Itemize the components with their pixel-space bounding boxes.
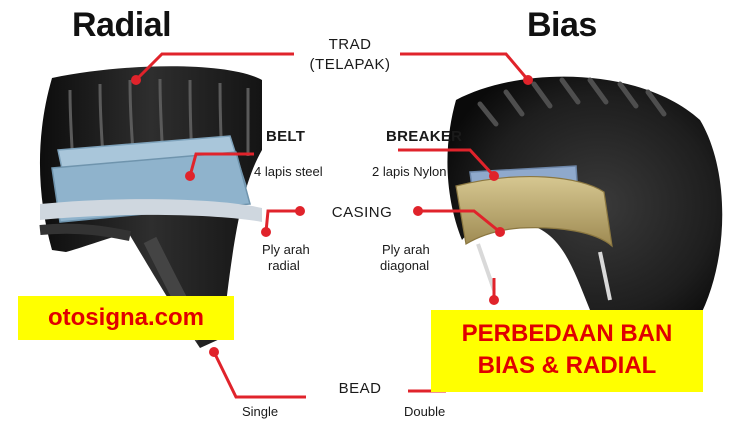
caption-line-1: PERBEDAAN BAN	[461, 320, 673, 347]
caption-box: PERBEDAAN BAN BIAS & RADIAL	[431, 310, 703, 392]
caption-line-2: BIAS & RADIAL	[477, 352, 657, 379]
ply-radial-line2: radial	[268, 258, 300, 273]
pointer-dot-bead-bias	[489, 295, 499, 305]
pointer-casing-bias	[418, 209, 501, 234]
pointer-dot-casing-radial	[261, 227, 271, 237]
pointer-lines	[134, 52, 530, 399]
pointer-dot-belt	[185, 171, 195, 181]
pointer-casing-radial	[264, 209, 300, 233]
ply-radial-line1: Ply arah	[262, 242, 310, 257]
radial-title: Radial	[72, 6, 172, 44]
pointer-dot-breaker	[489, 171, 499, 181]
casing-label: CASING	[331, 204, 393, 221]
pointer-belt	[188, 152, 254, 177]
belt-detail: 4 lapis steel	[254, 164, 323, 179]
bead-label: BEAD	[338, 380, 382, 397]
pointer-trad-radial	[134, 52, 294, 82]
pointer-dot-casing-radial-label	[295, 206, 305, 216]
pointer-dot-casing-bias-label	[413, 206, 423, 216]
pointer-trad-bias	[400, 52, 530, 81]
bias-tire-illustration	[447, 76, 723, 334]
bias-title: Bias	[527, 6, 597, 44]
pointer-bead-radial	[212, 351, 306, 399]
site-watermark: otosigna.com	[18, 296, 234, 340]
radial-tire-illustration	[39, 66, 262, 349]
breaker-detail: 2 lapis Nylon	[372, 164, 447, 179]
pointer-dot-casing-bias	[495, 227, 505, 237]
pointer-breaker	[398, 148, 496, 178]
ply-diagonal-line2: diagonal	[380, 258, 430, 273]
bead-double: Double	[404, 404, 446, 419]
trad-label: TRAD	[328, 36, 372, 53]
belt-label: BELT	[266, 128, 306, 145]
trad-sublabel: (TELAPAK)	[309, 56, 391, 73]
bead-single: Single	[242, 404, 279, 419]
pointer-dot-trad-radial	[131, 75, 141, 85]
pointer-dots	[131, 75, 533, 357]
ply-diagonal-line1: Ply arah	[382, 242, 430, 257]
pointer-dot-trad-bias	[523, 75, 533, 85]
pointer-dot-bead-radial	[209, 347, 219, 357]
breaker-label: BREAKER	[386, 128, 463, 145]
